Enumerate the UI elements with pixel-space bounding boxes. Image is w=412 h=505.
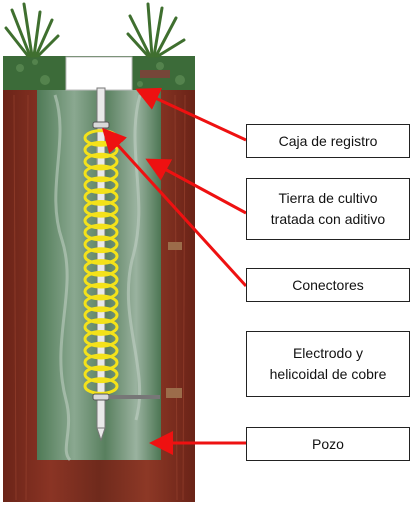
label-conectores-text: Conectores [292, 276, 364, 293]
coil-turn [83, 259, 119, 277]
electrode-rod [96, 87, 106, 429]
soil-streaks [13, 94, 186, 501]
connector-bottom [92, 393, 110, 401]
side-mark-mid [168, 242, 182, 250]
helical-coil [83, 129, 119, 395]
coil-turn [83, 329, 119, 348]
grass-left [4, 2, 60, 58]
coil-turn [83, 282, 119, 301]
connector-top [92, 121, 110, 129]
coil-turn [83, 235, 119, 254]
coil-turn [83, 188, 119, 206]
label-caja-text: Caja de registro [278, 132, 378, 149]
coil-turn [83, 223, 119, 242]
coil-turn [83, 199, 119, 218]
coil-turn [83, 365, 119, 384]
side-mark-bottom [166, 388, 182, 398]
label-electrodo-line1: Electrodo y [292, 345, 364, 361]
coil-turn [83, 341, 119, 360]
label-tierra-line2: tratada con aditivo [270, 211, 386, 227]
coil-turn [83, 377, 119, 395]
coil-turn [83, 294, 119, 313]
label-pozo: Pozo [246, 427, 410, 461]
label-caja-de-registro: Caja de registro [246, 124, 410, 158]
surface-texture [16, 59, 185, 87]
arrow-conectores [101, 127, 248, 288]
label-tierra-de-cultivo: Tierra de cultivo tratada con aditivo [246, 178, 410, 240]
electrode-tip [96, 427, 106, 442]
coil-turn [83, 176, 119, 195]
coil-turn [83, 164, 119, 183]
coil-turn [83, 318, 119, 336]
coil-turn [83, 211, 119, 230]
coil-turn [83, 152, 119, 171]
registry-box [65, 56, 133, 91]
coil-turn [83, 353, 119, 372]
label-pozo-text: Pozo [312, 435, 344, 452]
top-mark [140, 70, 170, 78]
grass-right [126, 2, 186, 58]
label-tierra-line1: Tierra de cultivo [278, 190, 378, 206]
label-conectores: Conectores [246, 268, 410, 302]
arrow-tierra [145, 158, 247, 215]
coil-turn [83, 270, 119, 289]
coil-turn [83, 247, 119, 265]
coil-turn [83, 306, 119, 325]
arrow-caja [135, 87, 247, 142]
label-electrodo: Electrodo y helicoidal de cobre [246, 331, 410, 397]
label-electrodo-line2: helicoidal de cobre [269, 366, 387, 382]
pointer-arrows [101, 87, 248, 455]
